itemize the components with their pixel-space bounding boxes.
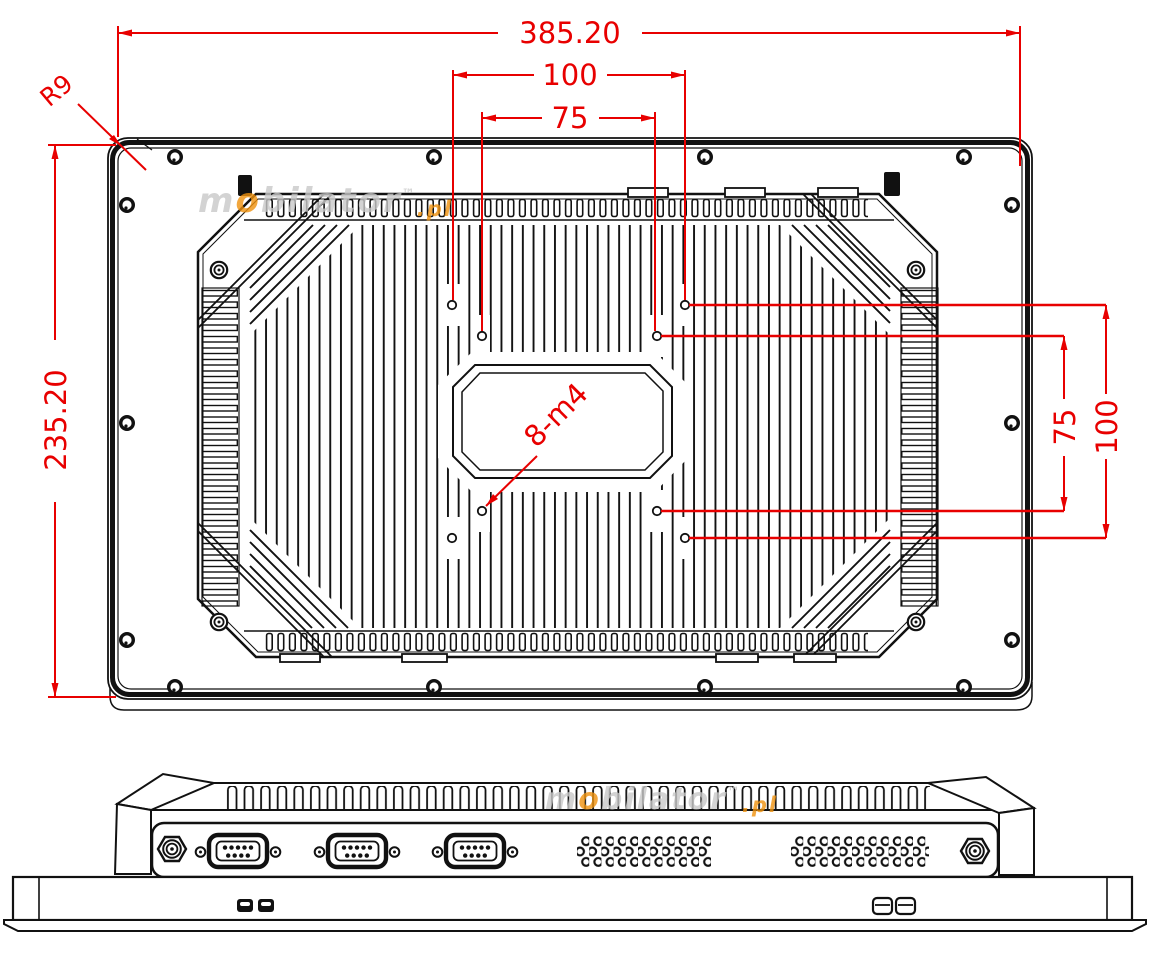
- heatsink-screw-bl: [209, 612, 229, 632]
- heatsink-comb-top: [264, 198, 868, 218]
- heatsink-corner-fins: [249, 224, 891, 629]
- corner-bevel-mark: [136, 138, 153, 151]
- dim-overall-width-label: 385.20: [519, 16, 620, 50]
- dim-vesa-height-75: 75: [1048, 336, 1082, 511]
- dim-vesa-height-75-label: 75: [1048, 409, 1082, 446]
- heatsink-screw-tl: [209, 260, 229, 280]
- dim-overall-width: 385.20: [117, 16, 1021, 166]
- watermark-text: m: [198, 181, 235, 221]
- heatsink-cutout: [438, 352, 688, 492]
- heatsink-screw-tr: [906, 260, 926, 280]
- case-bottom-lip: [109, 682, 1033, 711]
- heatsink-screw-br: [906, 612, 926, 632]
- serial-port-1: [196, 835, 281, 867]
- dim-vesa-height-100: 100: [1090, 305, 1124, 538]
- heatsink: [196, 172, 939, 663]
- bezel-lip: [3, 919, 1147, 932]
- dim-vesa-width-75: 75: [481, 101, 656, 331]
- antenna-connector: [959, 837, 991, 865]
- antenna-knockout-left: [238, 175, 252, 196]
- heatsink-corner-pods: [197, 193, 938, 658]
- end-cap-right-front: [998, 806, 1035, 876]
- heatsink-tabs: [238, 172, 900, 663]
- antenna-knockout-right: [884, 172, 900, 196]
- vent-grid-left: [577, 836, 711, 867]
- dim-vesa-height-100-label: 100: [1090, 399, 1124, 454]
- end-cap-left-front: [113, 802, 152, 875]
- serial-port-2: [315, 835, 400, 867]
- watermark-bottom: mobilator™.pl: [545, 782, 778, 817]
- front-bezel: [3, 875, 1147, 932]
- dim-vesa-width-75-label: 75: [552, 101, 589, 135]
- power-connector: [156, 835, 188, 863]
- dim-extension-lines: [661, 303, 1106, 540]
- bezel-buttons-right: [871, 896, 917, 916]
- bottom-view: mobilator™.pl: [3, 772, 1147, 932]
- heatsink-comb-bottom: [264, 632, 868, 652]
- rear-view: mobilator™.pl 385.20 100 75: [34, 16, 1124, 711]
- vesa-holes: [444, 284, 693, 559]
- dim-overall-height-label: 235.20: [39, 369, 73, 470]
- watermark-rear: mobilator™.pl: [198, 181, 453, 221]
- dim-vesa-width-100-label: 100: [542, 58, 597, 92]
- io-panel: [150, 821, 1000, 879]
- vent-grid-right: [791, 836, 929, 867]
- dimension-overlay: 385.20 100 75 235.20: [34, 16, 1124, 698]
- dim-corner-radius-label: R9: [34, 69, 78, 113]
- dim-overall-height: 235.20: [39, 144, 116, 698]
- end-cap-left-top: [114, 772, 218, 812]
- dim-vesa-width-100: 100: [452, 58, 686, 300]
- dim-corner-radius: R9: [34, 69, 147, 171]
- end-cap-right-top: [927, 775, 1037, 815]
- bottom-fin-band: [113, 772, 1037, 876]
- serial-port-3: [433, 835, 518, 867]
- bezel-buttons-left: [237, 899, 274, 912]
